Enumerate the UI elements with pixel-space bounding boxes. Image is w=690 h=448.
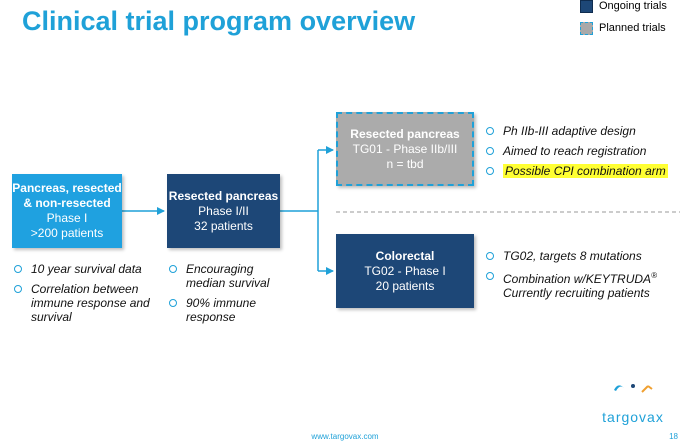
list-item: 10 year survival data — [14, 262, 164, 276]
page-title: Clinical trial program overview — [22, 6, 416, 36]
logo-wordmark: targovax — [602, 409, 664, 425]
planned-swatch-icon — [580, 21, 593, 35]
tg01-title: Resected pancreas — [350, 126, 460, 141]
keytruda-line: Combination w/KEYTRUDA — [503, 272, 652, 286]
tg02-line2: 20 patients — [375, 278, 435, 293]
list-item: Aimed to reach registration — [486, 144, 686, 158]
tg01-line2: n = tbd — [386, 156, 424, 171]
tg01-line1: TG01 - Phase IIb/III — [352, 141, 458, 156]
list-item: Ph IIb-III adaptive design — [486, 124, 686, 138]
legend: Ongoing trials Planned trials — [580, 0, 667, 39]
phase12-line2: 32 patients — [194, 218, 253, 233]
ongoing-swatch-icon — [580, 0, 593, 13]
tg02-title: Colorectal — [375, 248, 435, 263]
highlighted-text: Possible CPI combination arm — [503, 164, 668, 178]
logo-mark-icon — [614, 384, 653, 393]
list-item: 90% immune response — [169, 296, 279, 324]
phase12-title: Resected pancreas — [168, 188, 279, 203]
phase12-box: Resected pancreas Phase I/II 32 patients — [167, 174, 280, 248]
legend-planned: Planned trials — [580, 17, 667, 39]
phase1-bullets: 10 year survival data Correlation betwee… — [14, 262, 164, 330]
footer-url[interactable]: www.targovax.com — [311, 432, 379, 441]
list-item: TG02, targets 8 mutations — [486, 249, 686, 263]
phase12-bullets: Encouraging median survival 90% immune r… — [169, 262, 279, 330]
tg01-box: Resected pancreas TG01 - Phase IIb/III n… — [336, 112, 474, 186]
list-item: Correlation between immune response and … — [14, 282, 164, 324]
legend-ongoing-label: Ongoing trials — [599, 0, 667, 12]
phase1-line2: >200 patients — [30, 226, 104, 240]
phase1-line1: Phase I — [46, 211, 88, 225]
tg01-bullets: Ph IIb-III adaptive design Aimed to reac… — [486, 124, 686, 184]
list-item: Encouraging median survival — [169, 262, 279, 290]
legend-ongoing: Ongoing trials — [580, 0, 667, 17]
list-item: Possible CPI combination arm — [486, 164, 686, 178]
phase12-line1: Phase I/II — [198, 203, 249, 218]
phase1-title: Pancreas, resected & non-resected — [12, 181, 122, 210]
registered-mark: ® — [651, 271, 657, 280]
list-item: Combination w/KEYTRUDA® Currently recrui… — [486, 269, 686, 300]
page-number: 18 — [669, 432, 678, 441]
tg02-box: Colorectal TG02 - Phase I 20 patients — [336, 234, 474, 308]
tg02-bullets: TG02, targets 8 mutations Combination w/… — [486, 249, 686, 306]
tg02-line1: TG02 - Phase I — [364, 263, 446, 278]
phase1-box: Pancreas, resected & non-resected Phase … — [12, 174, 122, 248]
recruiting-line: Currently recruiting patients — [503, 286, 650, 300]
targovax-logo: targovax — [598, 380, 668, 425]
legend-planned-label: Planned trials — [599, 22, 666, 34]
